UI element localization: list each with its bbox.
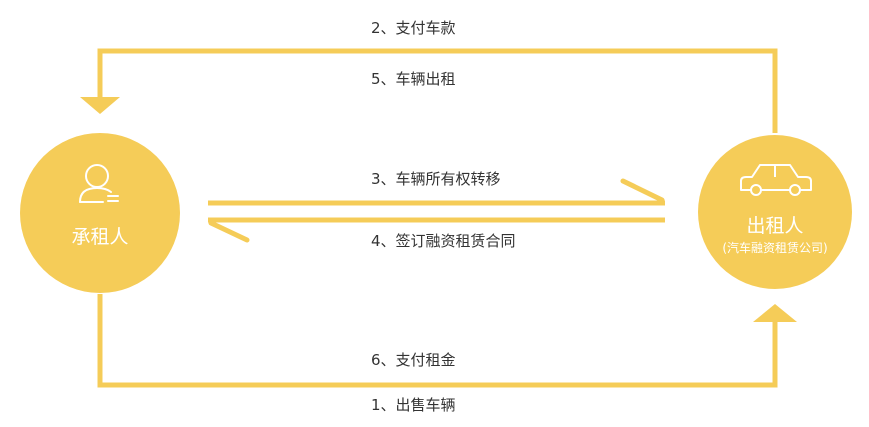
- lessor-subtitle: (汽车融资租赁公司): [722, 241, 828, 255]
- label-lease-car: 5、车辆出租: [371, 70, 456, 88]
- top-flow-arrowhead: [80, 97, 120, 114]
- bottom-flow-arrowhead: [753, 304, 797, 322]
- top-flow-line: [97, 48, 778, 133]
- person-icon: [79, 164, 119, 203]
- label-transfer-ownership: 3、车辆所有权转移: [371, 170, 501, 188]
- lessee-label: 承租人: [71, 226, 129, 248]
- car-icon: [740, 164, 812, 196]
- label-pay-rent: 6、支付租金: [371, 351, 456, 369]
- lessor-circle: [698, 135, 852, 289]
- contract-arrow-barb: [208, 220, 250, 243]
- lessee-circle: [20, 133, 180, 293]
- bottom-flow-line: [97, 294, 778, 388]
- label-pay-car: 2、支付车款: [371, 19, 456, 37]
- transfer-arrow-barb: [620, 178, 665, 203]
- lessor-label: 出租人: [746, 215, 804, 237]
- label-sell-car: 1、出售车辆: [371, 396, 456, 414]
- label-sign-contract: 4、签订融资租赁合同: [371, 232, 516, 250]
